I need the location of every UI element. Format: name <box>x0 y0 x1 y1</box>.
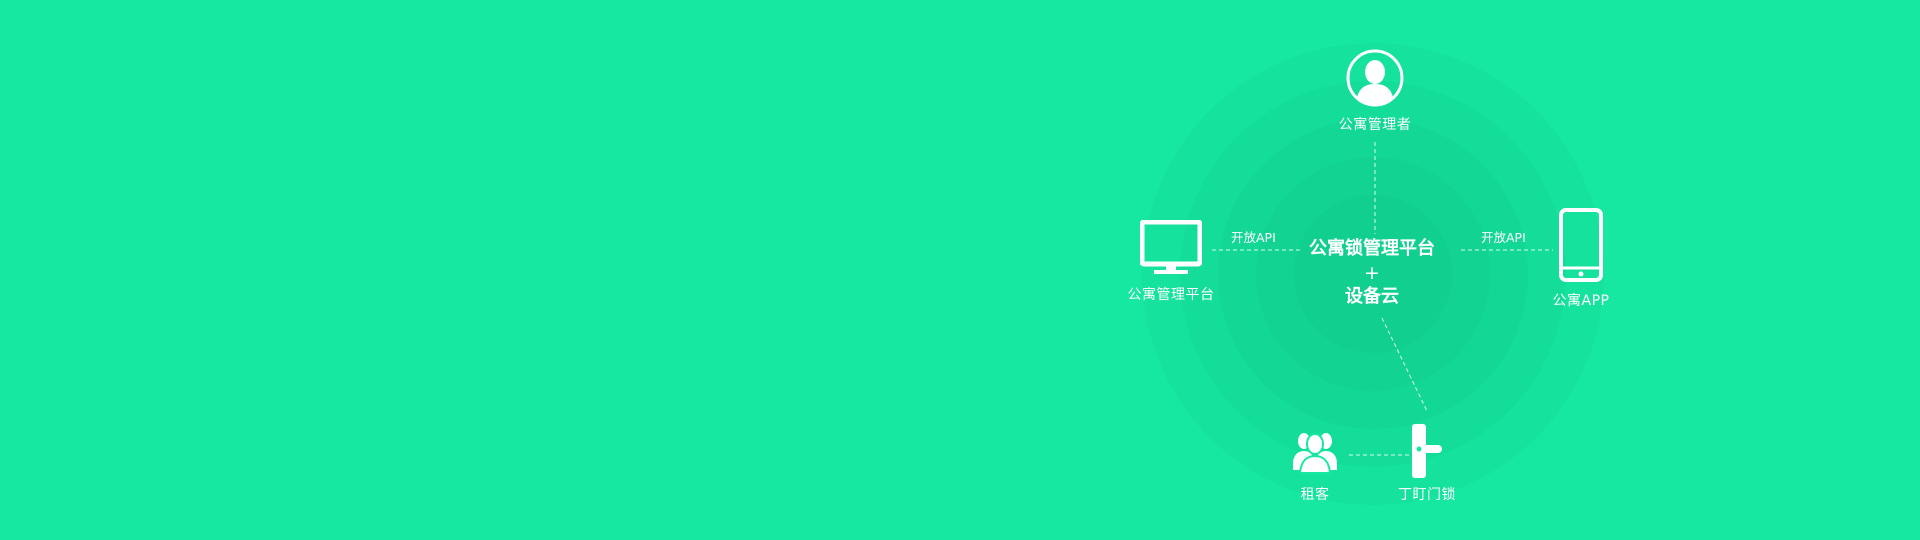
node-platform: 公寓管理平台 <box>1118 220 1224 304</box>
node-label: 公寓管理者 <box>1338 117 1412 133</box>
edge-label-open-api: 开放API <box>1231 230 1276 245</box>
node-label: 公寓管理平台 <box>1127 287 1215 303</box>
node-label: 丁盯门锁 <box>1398 487 1456 503</box>
center-plus: + <box>1364 262 1380 284</box>
edge-center-lock <box>1381 317 1428 412</box>
monitor-icon <box>1140 220 1202 274</box>
center-title: 公寓锁管理平台 <box>1309 238 1435 259</box>
node-label: 租客 <box>1300 487 1330 503</box>
person-icon <box>1346 49 1404 107</box>
node-tenant: 租客 <box>1283 428 1347 504</box>
phone-icon <box>1559 208 1603 282</box>
edge-label-open-api: 开放API <box>1481 230 1526 245</box>
door-lock-icon <box>1412 424 1442 478</box>
node-app: 公寓APP <box>1528 208 1634 310</box>
node-label: 公寓APP <box>1552 293 1610 309</box>
center-hub: 公寓锁管理平台 + 设备云 <box>1291 234 1453 312</box>
node-lock: 丁盯门锁 <box>1391 424 1463 504</box>
center-subtitle: 设备云 <box>1345 286 1399 307</box>
people-icon <box>1293 433 1337 474</box>
node-manager: 公寓管理者 <box>1322 48 1428 134</box>
